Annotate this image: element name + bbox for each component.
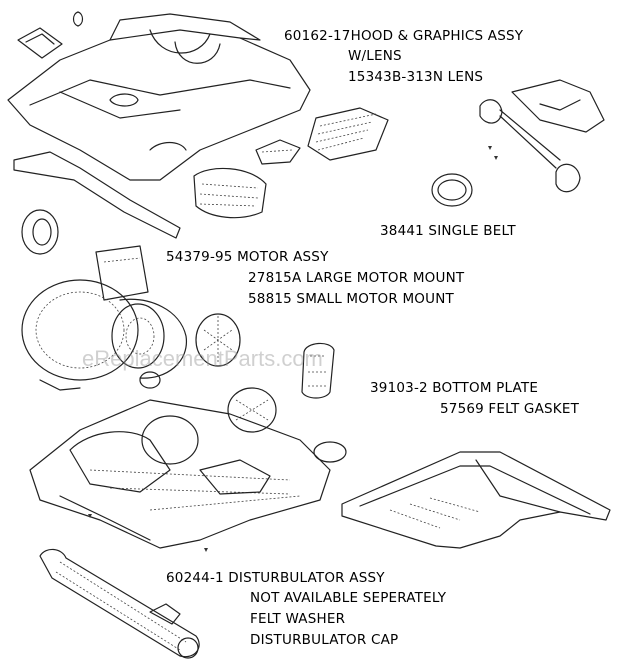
base-housing-part — [29, 399, 331, 552]
label-single-belt: 38441 SINGLE BELT — [380, 223, 516, 239]
label-hood-assembly: 60162-17HOOD & GRAPHICS ASSY — [284, 28, 524, 44]
small-clip-part — [17, 11, 84, 59]
label-felt-washer: FELT WASHER — [250, 611, 346, 627]
label-small-motor-mount: 58815 SMALL MOTOR MOUNT — [248, 291, 454, 307]
belt-part — [431, 173, 473, 207]
label-bottom-plate: 39103-2 BOTTOM PLATE — [370, 380, 539, 396]
felt-gasket-part — [301, 342, 335, 399]
lens-part — [307, 107, 389, 161]
bumper-strip-part — [13, 151, 181, 239]
disturbulator-part — [39, 548, 200, 659]
label-disturbulator-cap: DISTURBULATOR CAP — [250, 632, 399, 648]
large-motor-mount-part — [195, 313, 241, 367]
hood-assembly-part — [7, 13, 311, 181]
motor-assembly-part — [21, 245, 187, 391]
label-felt-gasket: 57569 FELT GASKET — [440, 401, 580, 417]
grille-part — [193, 167, 267, 219]
fan-part — [227, 387, 347, 463]
bracket-part — [255, 139, 301, 165]
label-disturbulator-assembly: 60244-1 DISTURBULATOR ASSY — [166, 570, 385, 586]
label-not-available: NOT AVAILABLE SEPERATELY — [250, 590, 447, 606]
small-motor-mount-part — [21, 209, 59, 255]
watermark: eReplacementParts.com — [82, 346, 323, 371]
axle-assembly-part — [479, 79, 605, 193]
label-lens: 15343B-313N LENS — [348, 69, 484, 85]
label-motor-assembly: 54379-95 MOTOR ASSY — [166, 249, 329, 265]
label-hood-with-lens: W/LENS — [348, 48, 402, 64]
label-large-motor-mount: 27815A LARGE MOTOR MOUNT — [248, 270, 465, 286]
bottom-plate-part — [341, 451, 611, 549]
